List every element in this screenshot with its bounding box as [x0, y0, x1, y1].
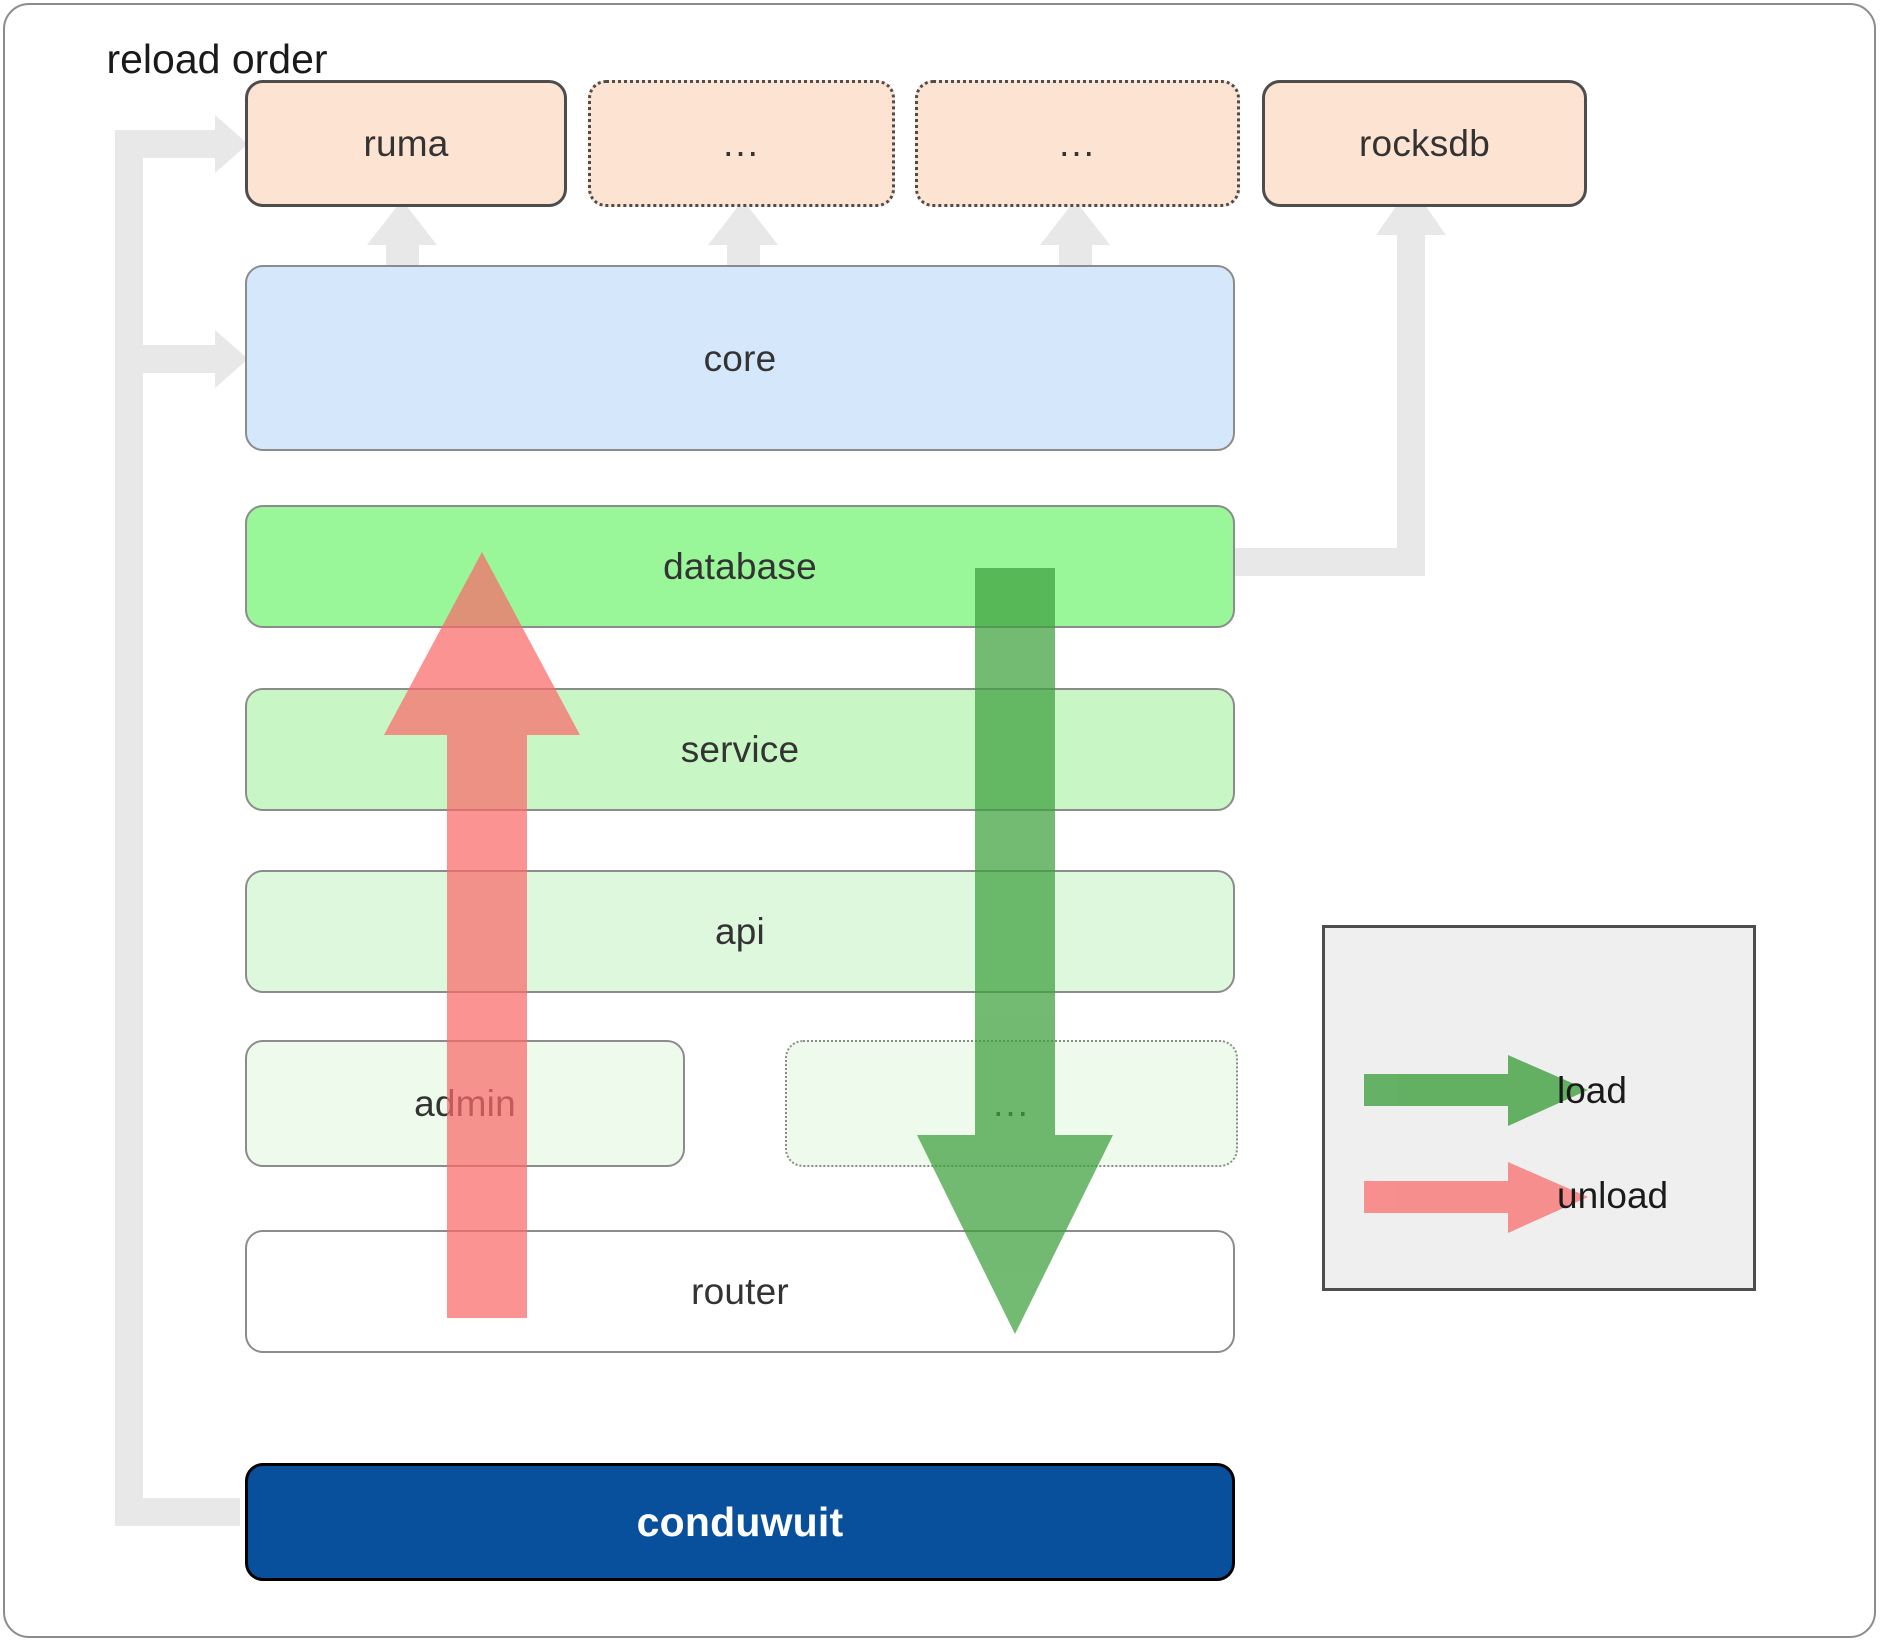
- right-connector-group: [1235, 185, 1446, 576]
- crate-box-database[interactable]: database: [245, 505, 1235, 628]
- legend-load-arrow: [1364, 1055, 1588, 1126]
- crate-label: database: [663, 546, 817, 587]
- arrow-core-to-dots1: [708, 200, 778, 267]
- unload-arrow: [384, 552, 580, 1318]
- connector-to-conduwuit: [115, 1498, 240, 1526]
- dependency-box-placeholder-2[interactable]: ...: [915, 80, 1240, 207]
- legend-unload-arrow: [1364, 1162, 1588, 1233]
- crate-label: conduwuit: [636, 1498, 844, 1545]
- dependency-label: ruma: [363, 123, 449, 164]
- crate-box-router[interactable]: router: [245, 1230, 1235, 1353]
- connector-to-core-shaft: [115, 345, 230, 373]
- legend-label-load: load: [1557, 1070, 1627, 1111]
- crate-box-api[interactable]: api: [245, 870, 1235, 993]
- connector-rocksdb-head: [1376, 185, 1446, 235]
- connector-db-right: [1235, 548, 1425, 576]
- arrow-core-to-ruma: [367, 200, 437, 267]
- arrow-core-to-dots2: [1040, 200, 1110, 267]
- load-arrow: [917, 568, 1113, 1334]
- connector-to-ruma-head: [215, 115, 248, 173]
- connector-to-ruma-shaft: [115, 130, 230, 158]
- crate-label: service: [680, 729, 800, 770]
- dependency-label: ...: [723, 123, 760, 164]
- dependency-box-rocksdb[interactable]: rocksdb: [1262, 80, 1587, 207]
- legend-label-unload: unload: [1557, 1175, 1669, 1216]
- crate-label: router: [691, 1271, 789, 1312]
- core-to-deps-arrows: [367, 200, 1110, 267]
- crate-box-core[interactable]: core: [245, 265, 1235, 451]
- crate-box-conduwuit[interactable]: conduwuit: [245, 1463, 1235, 1581]
- connector-rocksdb-shaft: [1397, 222, 1425, 576]
- crate-label: core: [703, 337, 777, 379]
- dependency-box-placeholder-1[interactable]: ...: [588, 80, 895, 207]
- connector-to-core-head: [215, 330, 248, 388]
- legend-title: reload order: [106, 36, 328, 82]
- crate-label: api: [715, 911, 765, 952]
- dependency-label: ...: [1059, 123, 1096, 164]
- left-connector-group: [115, 115, 248, 1526]
- dependency-box-ruma[interactable]: ruma: [245, 80, 567, 207]
- dependency-label: rocksdb: [1359, 123, 1490, 164]
